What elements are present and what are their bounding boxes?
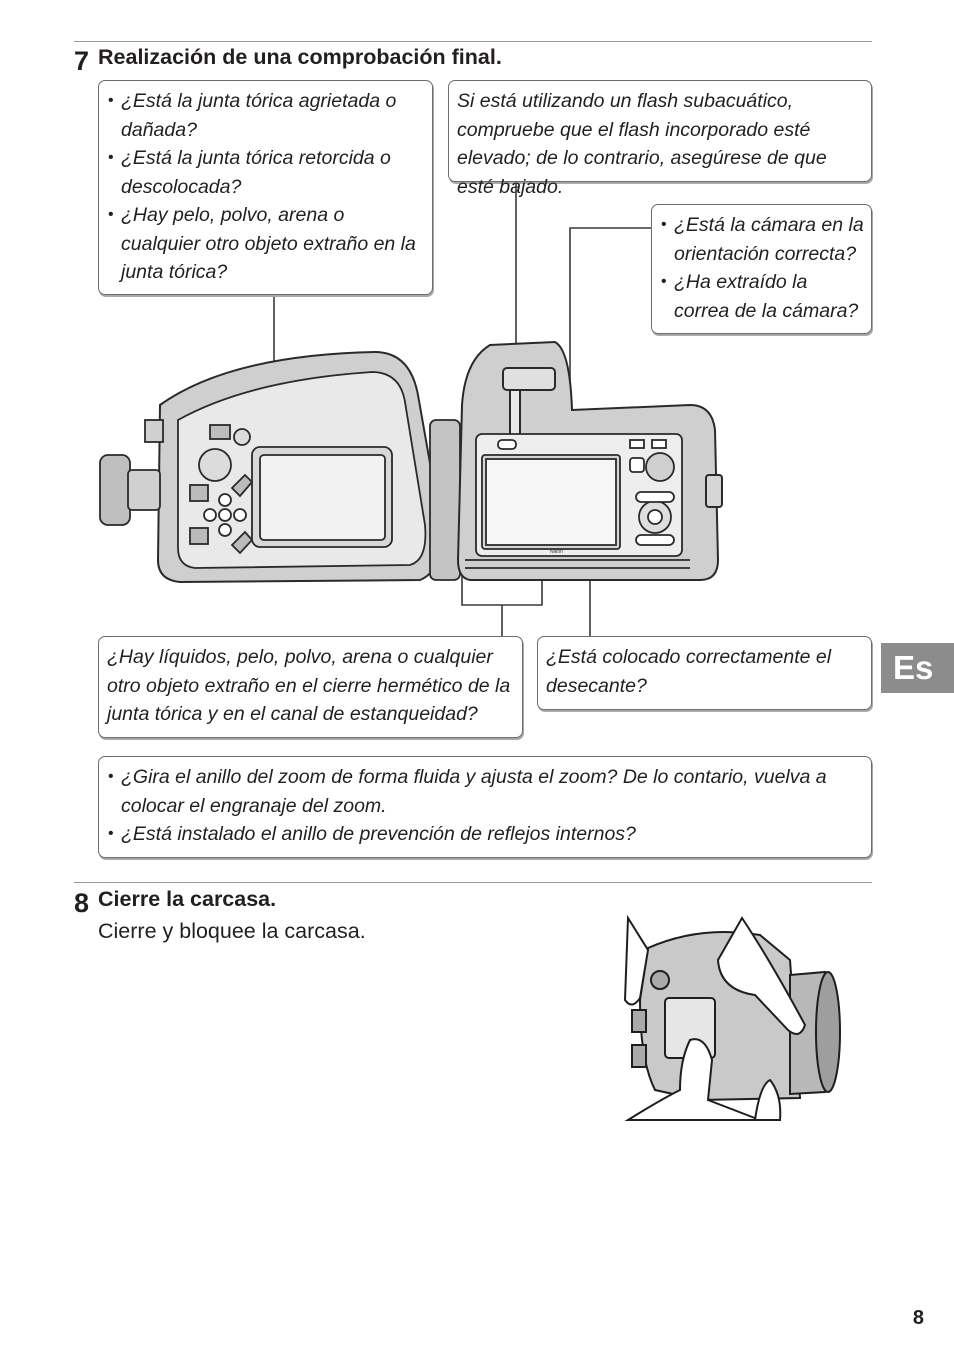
- callout-zoom: ¿Gira el anillo del zoom de forma fluida…: [98, 756, 872, 858]
- callout-flash: Si está utilizando un flash subacuático,…: [448, 80, 872, 198]
- front-knob: [198, 448, 232, 482]
- hand-top-left: [623, 914, 650, 1006]
- step-8-text: Cierre y bloquee la carcasa.: [98, 919, 366, 943]
- camera-check-1: ¿Está la cámara en la orientación correc…: [652, 211, 865, 268]
- hand-top-right: [716, 916, 807, 1035]
- flash-lever: [502, 367, 556, 391]
- flash-text: Si está utilizando un flash subacuático,…: [457, 90, 827, 198]
- section-rule-step8: [74, 882, 872, 883]
- step-8-number: 8: [74, 888, 90, 918]
- callout-desiccant: ¿Está colocado correctamente el desecant…: [537, 636, 872, 710]
- mode-dial: [645, 452, 675, 482]
- camera-brand: Nikon: [550, 549, 563, 555]
- step-7-number: 7: [74, 46, 90, 76]
- oring-check-1: ¿Está la junta tórica agrietada o dañada…: [99, 87, 422, 144]
- camera-check-2: ¿Ha extraído la correa de la cámara?: [652, 268, 865, 325]
- oring-check-3: ¿Hay pelo, polvo, arena o cualquier otro…: [99, 201, 422, 287]
- hand-bottom-right: [753, 1078, 782, 1121]
- hinge: [429, 419, 461, 581]
- step-7-title: Realización de una comprobación final.: [98, 45, 502, 69]
- page-number: 8: [912, 1307, 924, 1329]
- section-rule-top: [74, 41, 872, 42]
- zoom-check-1: ¿Gira el anillo del zoom de forma fluida…: [99, 763, 863, 820]
- callout-oring: ¿Está la junta tórica agrietada o dañada…: [98, 80, 433, 295]
- callout-seal: ¿Hay líquidos, pelo, polvo, arena o cual…: [98, 636, 523, 738]
- side-knob: [99, 454, 131, 526]
- leader-seal: [461, 565, 543, 636]
- zoom-check-2: ¿Está instalado el anillo de prevención …: [99, 820, 863, 849]
- desiccant-text: ¿Está colocado correctamente el desecant…: [546, 646, 832, 697]
- language-tab: Es: [881, 643, 954, 693]
- leader-camera: [569, 227, 652, 445]
- hand-bottom: [624, 1038, 761, 1121]
- step-8-title: Cierre la carcasa.: [98, 887, 277, 911]
- seal-text: ¿Hay líquidos, pelo, polvo, arena o cual…: [107, 646, 511, 725]
- oring-check-2: ¿Está la junta tórica retorcida o descol…: [99, 144, 422, 201]
- callout-camera: ¿Está la cámara en la orientación correc…: [651, 204, 872, 334]
